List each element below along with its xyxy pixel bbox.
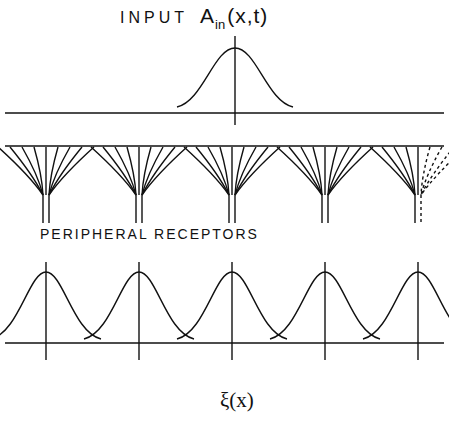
axis-tick: [45, 262, 46, 360]
axis-tick: [417, 262, 418, 360]
axis-label: ξ(x): [220, 388, 254, 413]
input-heading: INPUTAin(x,t): [120, 4, 268, 28]
axis-tick: [138, 262, 139, 360]
field-axis: [5, 342, 444, 343]
axis-tick: [234, 36, 235, 125]
receptive-field-curve: [270, 272, 380, 339]
receptor-fan: [370, 147, 449, 223]
receptor-fan: [184, 147, 280, 223]
axis-tick: [324, 262, 325, 360]
section-label: PERIPHERAL RECEPTORS: [40, 226, 259, 242]
receptive-field-curve: [84, 272, 194, 339]
heading-word: INPUT: [120, 9, 188, 27]
input-axis: [5, 112, 444, 113]
symbol-label: A: [200, 4, 214, 28]
subscript-label: in: [215, 17, 225, 32]
axis-label: ξ(x): [220, 388, 254, 413]
receptor-fan: [91, 147, 187, 223]
input-gaussian: [177, 48, 293, 107]
surface-line: [5, 145, 444, 146]
receptive-field-curve: [177, 272, 287, 339]
receptor-fan: [277, 147, 373, 223]
receptive-field-curve: [0, 272, 101, 339]
receptor-fan: [0, 147, 94, 223]
section-label: PERIPHERAL RECEPTORS: [40, 226, 259, 242]
receptive-field-curve: [363, 272, 449, 339]
axis-tick: [231, 262, 232, 360]
argument-label: (x,t): [227, 4, 268, 28]
